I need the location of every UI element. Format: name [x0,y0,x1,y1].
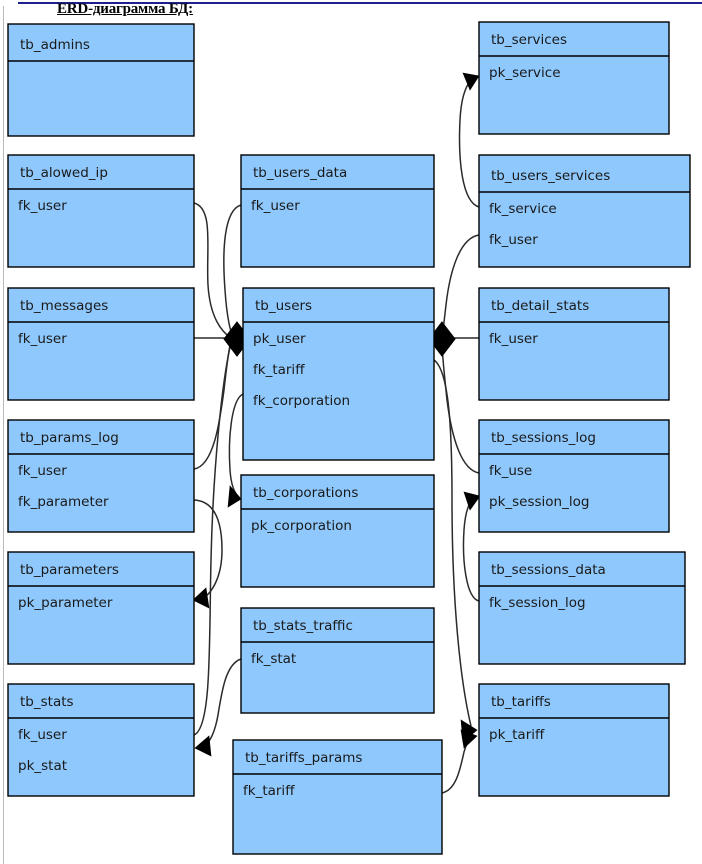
entity-attribute: fk_user [18,198,67,214]
entity-attribute: fk_parameter [18,494,109,510]
entity-box[interactable] [7,287,195,401]
entity-attribute: pk_tariff [489,727,545,743]
entity-attribute: fk_user [18,727,67,743]
entity-title: tb_users [255,298,312,314]
entity-title: tb_tariffs_params [245,750,362,766]
entity-box[interactable] [240,474,435,588]
relation-params-log-users [193,340,232,470]
entity-tb-stats-traffic[interactable]: tb_stats_traffic fk_stat [240,607,435,714]
relation-users-services-services [458,79,480,208]
entity-title: tb_params_log [20,430,119,446]
entity-attribute: fk_service [489,201,557,217]
relation-sessions-log-users [441,341,480,474]
entity-title: tb_stats_traffic [253,618,353,634]
entity-box[interactable] [7,419,195,533]
entity-attribute: fk_user [18,331,67,347]
relation-stats-users [193,342,232,736]
entity-title: tb_tariffs [491,694,551,710]
relation-stats-traffic-stats [203,658,242,748]
entity-title: tb_detail_stats [491,298,589,314]
relation-users-data-users [223,204,242,338]
entity-layer: tb_adminstb_alowed_ipfk_usertb_messagesf… [7,21,691,855]
entity-title: tb_sessions_data [491,562,606,578]
entity-title: tb_users_services [491,168,610,184]
entity-box[interactable] [242,287,435,461]
entity-title: tb_stats [20,694,74,710]
entity-tb-users-services[interactable]: tb_users_services fk_service fk_user [478,154,691,268]
relation-alowed-ip-users [193,202,232,339]
entity-title: tb_sessions_log [491,430,596,446]
entity-attribute: fk_stat [251,651,296,667]
entity-attribute: pk_service [489,65,561,81]
entity-box[interactable] [7,551,195,665]
page-top-rule [18,2,702,4]
arrowhead-sessions-log-pk [463,491,481,511]
entity-box[interactable] [232,739,443,855]
entity-tb-stats[interactable]: tb_stats fk_user pk_stat [7,683,195,797]
entity-tb-corporations[interactable]: tb_corporations pk_corporation [240,474,435,588]
entity-tb-messages[interactable]: tb_messages fk_user [7,287,195,401]
entity-title: tb_alowed_ip [20,165,108,181]
page-title: ERD-диаграмма БД: [57,1,193,17]
relation-users-tariffs [433,359,472,727]
entity-tb-params-log[interactable]: tb_params_log fk_user fk_parameter [7,419,195,533]
entity-attribute: pk_corporation [251,518,352,534]
entity-tb-parameters[interactable]: tb_parameters pk_parameter [7,551,195,665]
entity-attribute: fk_tariff [253,362,305,378]
arrowhead-parameters-pk [192,587,210,609]
entity-box[interactable] [478,154,691,268]
entity-attribute: pk_parameter [18,595,113,611]
entity-attribute: pk_stat [18,758,67,774]
entity-box[interactable] [478,551,686,665]
entity-tb-detail-stats[interactable]: tb_detail_stats fk_user [478,287,670,401]
entity-attribute: fk_user [251,198,300,214]
entity-attribute: pk_session_log [489,494,589,510]
entity-attribute: fk_corporation [253,393,350,409]
entity-box[interactable] [478,683,670,797]
entity-tb-admins[interactable]: tb_admins [7,23,195,137]
entity-box[interactable] [7,683,195,797]
page-left-margin-rule [3,6,4,864]
arrowhead-corporations-pk [227,485,242,508]
entity-tb-users[interactable]: tb_users pk_user fk_tariff fk_corporation [242,287,435,461]
entity-attribute: fk_session_log [489,595,586,611]
entity-tb-alowed-ip[interactable]: tb_alowed_ip fk_user [7,154,195,268]
arrowhead-tariffs-pk-b [460,729,478,749]
entity-attribute: fk_user [18,463,67,479]
entity-title: tb_users_data [253,165,347,181]
relation-users-services-users [441,234,480,337]
entity-title: tb_admins [20,37,90,53]
entity-attribute: fk_use [489,463,532,479]
entity-title: tb_parameters [20,562,119,578]
entity-attribute: fk_user [489,331,538,347]
entity-tb-tariffs[interactable]: tb_tariffs pk_tariff [478,683,670,797]
entity-title: tb_corporations [253,485,358,501]
entity-box[interactable] [7,154,195,268]
entity-attribute: fk_user [489,232,538,248]
relation-sessions-data-sessions-log [462,499,480,602]
entity-title: tb_messages [20,298,108,314]
entity-title: tb_services [491,32,567,48]
entity-box[interactable] [240,607,435,714]
entity-box[interactable] [240,154,435,268]
entity-tb-sessions-data[interactable]: tb_sessions_data fk_session_log [478,551,686,665]
entity-box[interactable] [478,21,670,135]
entity-attribute: pk_user [253,331,306,347]
entity-tb-tariffs-params[interactable]: tb_tariffs_params fk_tariff [232,739,443,855]
entity-tb-services[interactable]: tb_services pk_service [478,21,670,135]
entity-box[interactable] [478,419,670,533]
entity-tb-users-data[interactable]: tb_users_data fk_user [240,154,435,268]
entity-box[interactable] [478,287,670,401]
entity-tb-sessions-log[interactable]: tb_sessions_log fk_use pk_session_log [478,419,670,533]
relation-params-log-parameters [193,499,223,600]
entity-attribute: fk_tariff [243,783,295,799]
arrowhead-services-pk [462,72,480,91]
entity-box[interactable] [7,23,195,137]
arrowhead-stats-pk-stat [194,735,212,757]
